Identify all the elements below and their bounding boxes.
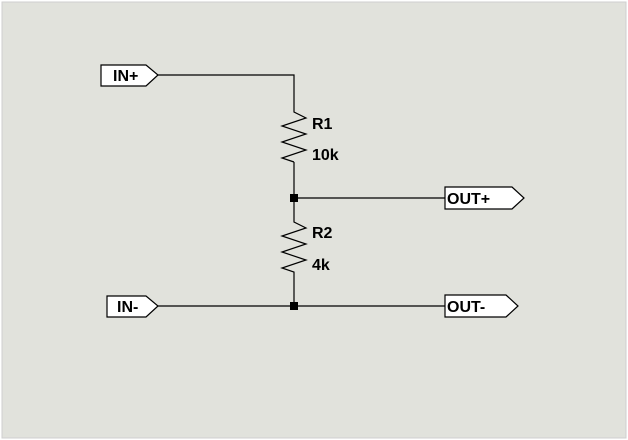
- junction-out-plus: [290, 194, 298, 202]
- port-in-minus[interactable]: IN-: [106, 295, 159, 318]
- r2-value: 4k: [312, 257, 330, 274]
- r1-value: 10k: [312, 147, 339, 164]
- port-out-plus-label: OUT+: [447, 191, 490, 208]
- port-out-minus[interactable]: OUT-: [444, 294, 519, 318]
- wires: [152, 74, 445, 307]
- r2-label: R2: [312, 225, 333, 242]
- junction-out-minus: [290, 302, 298, 310]
- port-in-plus[interactable]: IN+: [100, 64, 159, 87]
- port-in-plus-label: IN+: [113, 68, 138, 85]
- resistor-r1[interactable]: [280, 106, 308, 163]
- port-out-minus-label: OUT-: [447, 299, 485, 316]
- r1-label: R1: [312, 116, 333, 133]
- wire-in-plus-to-r1: [152, 74, 295, 106]
- resistor-r2[interactable]: [280, 218, 308, 276]
- port-out-plus[interactable]: OUT+: [444, 186, 525, 210]
- port-in-minus-label: IN-: [117, 299, 138, 316]
